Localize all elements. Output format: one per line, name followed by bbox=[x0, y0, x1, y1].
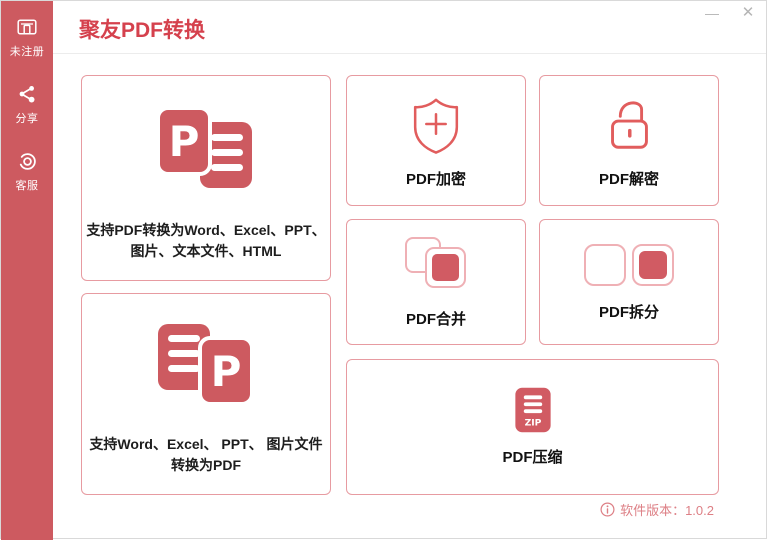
pdf-to-file-icon: P bbox=[82, 76, 330, 220]
card-pdf-to-others[interactable]: P 支持PDF转换为Word、Excel、PPT、 图片、文本文件、HTML bbox=[81, 75, 331, 281]
svg-text:P: P bbox=[211, 347, 242, 396]
tool-label: PDF加密 bbox=[405, 170, 466, 188]
share-icon bbox=[17, 83, 37, 105]
sidebar-item-label: 未注册 bbox=[9, 46, 45, 58]
sidebar-item-label: 客服 bbox=[15, 180, 39, 192]
feature-line-1: 支持PDF转换为Word、Excel、PPT、 bbox=[86, 221, 326, 238]
tool-label: PDF解密 bbox=[598, 170, 659, 188]
app-title: 聚友PDF转换 bbox=[79, 19, 205, 42]
card-pdf-decrypt[interactable]: PDF解密 bbox=[539, 75, 719, 206]
unlock-icon bbox=[598, 93, 660, 155]
minimize-button[interactable]: — bbox=[705, 5, 719, 21]
zip-badge: ZIP bbox=[524, 417, 541, 428]
window-controls: — ✕ bbox=[702, 1, 758, 31]
card-pdf-encrypt[interactable]: PDF加密 bbox=[346, 75, 526, 206]
headset-icon bbox=[17, 150, 38, 172]
tool-label: PDF拆分 bbox=[598, 304, 659, 321]
feature-line-2: 图片、文本文件、HTML bbox=[130, 243, 282, 260]
info-icon bbox=[600, 502, 615, 517]
version-info: 软件版本：1.0.2 bbox=[600, 500, 714, 519]
svg-text:P: P bbox=[169, 117, 200, 166]
feature-line-2: 转换为PDF bbox=[171, 457, 241, 474]
zip-file-icon: ZIP bbox=[514, 387, 552, 433]
merge-icon bbox=[399, 235, 473, 295]
tool-label: PDF压缩 bbox=[502, 449, 563, 466]
license-icon bbox=[17, 16, 37, 38]
card-pdf-split[interactable]: PDF拆分 bbox=[539, 219, 719, 345]
sidebar-item-share[interactable]: 分享 bbox=[16, 83, 39, 126]
sidebar-item-support[interactable]: 客服 bbox=[16, 150, 39, 193]
card-pdf-merge[interactable]: PDF合并 bbox=[346, 219, 526, 345]
sidebar: 未注册 分享 客服 bbox=[1, 1, 53, 540]
split-icon bbox=[582, 242, 676, 288]
file-to-pdf-icon: P bbox=[82, 294, 330, 434]
tool-label: PDF合并 bbox=[405, 311, 466, 328]
close-button[interactable]: ✕ bbox=[741, 4, 755, 21]
sidebar-item-label: 分享 bbox=[15, 113, 39, 125]
shield-plus-icon bbox=[405, 93, 467, 155]
feature-card-text: 支持PDF转换为Word、Excel、PPT、 图片、文本文件、HTML bbox=[82, 220, 330, 263]
feature-card-text: 支持Word、Excel、 PPT、 图片文件 转换为PDF bbox=[82, 434, 330, 477]
header: 聚友PDF转换 bbox=[53, 1, 766, 54]
sidebar-item-register[interactable]: 未注册 bbox=[10, 16, 45, 59]
card-pdf-compress[interactable]: ZIP PDF压缩 bbox=[346, 359, 719, 495]
card-others-to-pdf[interactable]: P 支持Word、Excel、 PPT、 图片文件 转换为PDF bbox=[81, 293, 331, 495]
feature-line-1: 支持Word、Excel、 PPT、 图片文件 bbox=[89, 435, 323, 452]
version-text: 软件版本：1.0.2 bbox=[620, 503, 714, 518]
